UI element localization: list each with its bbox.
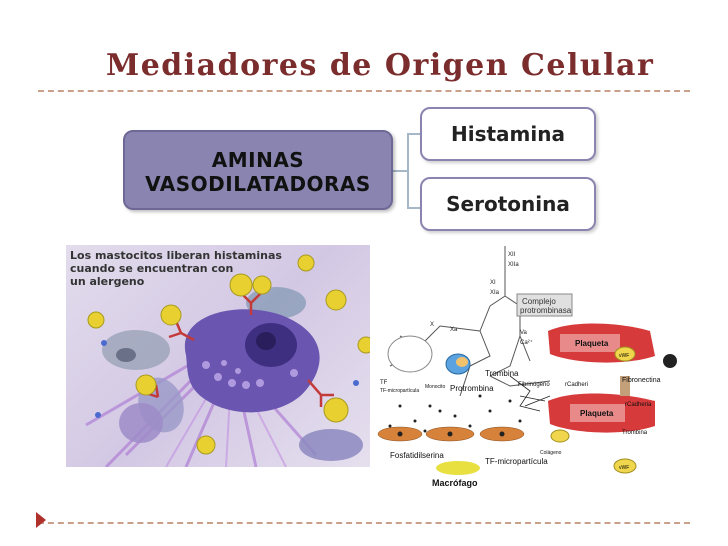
complejo-label-2: protrombinasa <box>520 306 572 315</box>
footer-divider <box>38 522 690 524</box>
svg-text:XI: XI <box>490 280 496 286</box>
fosfatidilserina-label: Fosfatidilserina <box>390 451 444 460</box>
cadherin-label-2: rCadheria <box>625 402 652 408</box>
caption-line: Los mastocitos liberan histaminas <box>70 249 282 262</box>
svg-text:XII: XII <box>508 252 516 258</box>
main-box-line-1: AMINAS <box>211 148 305 172</box>
plaqueta-top-label: Plaqueta <box>575 339 609 348</box>
main-box-line-2: VASODILATADORAS <box>145 172 371 196</box>
diagram-connector <box>393 170 407 172</box>
svg-text:XIIa: XIIa <box>508 262 519 268</box>
svg-text:XIa: XIa <box>490 290 500 296</box>
slide-title: Mediadores de Origen Celular <box>106 48 655 83</box>
caption-line: cuando se encuentran con <box>70 262 234 275</box>
mast-cell-caption: Los mastocitos liberan histaminas cuando… <box>70 249 282 288</box>
diagram-connector <box>407 133 422 209</box>
vwf-label-1: vWF <box>619 353 629 359</box>
serotonina-box: Serotonina <box>420 177 596 231</box>
histamina-box: Histamina <box>420 107 596 161</box>
fibronectina-label: Fibronectina <box>622 377 661 384</box>
aminas-vasodilatadoras-box: AMINAS VASODILATADORAS <box>123 130 393 210</box>
plaqueta-bottom-label: Plaqueta <box>580 409 614 418</box>
svg-text:X: X <box>430 322 434 328</box>
tf-microparticula-small-label: TF-micropartícula <box>380 388 419 394</box>
tf-label: TF <box>380 380 388 386</box>
title-divider <box>38 90 690 92</box>
svg-text:Xa: Xa <box>450 327 458 333</box>
svg-text:Va: Va <box>520 330 528 336</box>
colageno-label: Colágeno <box>540 450 562 456</box>
monocito-label: Monocito <box>425 384 446 390</box>
svg-text:Ca²⁺: Ca²⁺ <box>520 339 533 346</box>
macrofago-label: Macrófago <box>432 478 478 488</box>
fibrinogeno-label: Fibrinógeno <box>518 382 550 388</box>
mast-cell-drawing <box>85 254 375 467</box>
slide-bullet-icon <box>36 512 46 528</box>
complejo-label-1: Complejo <box>522 297 556 306</box>
trombina-top-label: Trombina <box>485 369 519 378</box>
tf-microparticula-label: TF-micropartícula <box>485 457 548 466</box>
vwf-label-2: vWF <box>619 465 629 471</box>
trombina-right-label: Trombina <box>622 430 648 436</box>
caption-line: un alergeno <box>70 275 145 288</box>
cadherin-label-1: rCadheri <box>565 382 588 388</box>
mast-cell-illustration: Los mastocitos liberan histaminas cuando… <box>66 245 381 467</box>
protrombina-label: Protrombina <box>450 384 494 393</box>
